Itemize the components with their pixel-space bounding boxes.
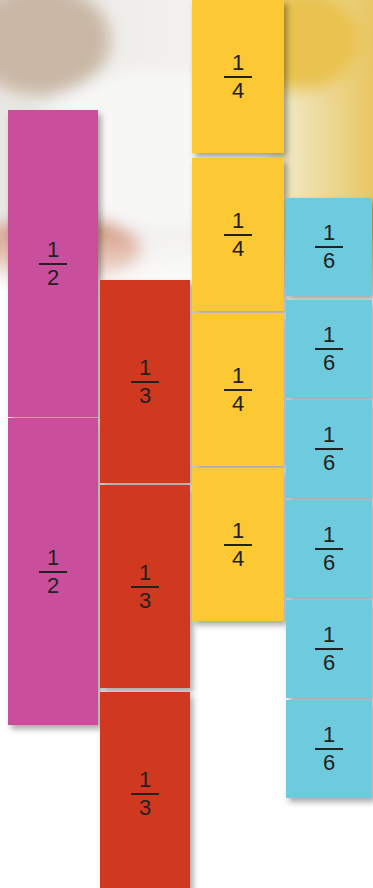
fraction-denominator: 3 <box>131 588 159 613</box>
fraction-denominator: 3 <box>131 795 159 820</box>
fraction-denominator: 3 <box>131 383 159 408</box>
fraction-denominator: 2 <box>39 573 67 598</box>
fraction-strip: 16 <box>286 700 372 798</box>
fraction-numerator: 1 <box>224 209 252 236</box>
fraction-denominator: 6 <box>315 550 343 575</box>
fraction-denominator: 6 <box>315 350 343 375</box>
fraction-denominator: 2 <box>39 265 67 290</box>
fraction-strip: 14 <box>192 313 284 466</box>
fraction-denominator: 4 <box>224 78 252 103</box>
fraction-numerator: 1 <box>224 51 252 78</box>
fraction-numerator: 1 <box>131 768 159 795</box>
fraction-strip: 14 <box>192 0 284 153</box>
fraction-denominator: 6 <box>315 750 343 775</box>
fraction-numerator: 1 <box>315 323 343 350</box>
fraction-strip: 14 <box>192 158 284 311</box>
fraction-strip: 13 <box>100 280 190 483</box>
fraction-denominator: 4 <box>224 236 252 261</box>
fraction-numerator: 1 <box>39 546 67 573</box>
fraction-strip: 16 <box>286 300 372 398</box>
fraction-numerator: 1 <box>315 723 343 750</box>
fraction-numerator: 1 <box>131 356 159 383</box>
fraction-numerator: 1 <box>131 561 159 588</box>
fraction-numerator: 1 <box>315 523 343 550</box>
fraction-strip: 16 <box>286 600 372 698</box>
fraction-strip: 14 <box>192 468 284 621</box>
fraction-denominator: 6 <box>315 248 343 273</box>
fraction-strip: 13 <box>100 485 190 688</box>
fraction-strip: 16 <box>286 198 372 296</box>
fraction-denominator: 6 <box>315 650 343 675</box>
fraction-numerator: 1 <box>224 519 252 546</box>
fraction-numerator: 1 <box>224 364 252 391</box>
fraction-strip: 12 <box>8 110 98 417</box>
fraction-denominator: 4 <box>224 391 252 416</box>
fraction-denominator: 6 <box>315 450 343 475</box>
fraction-strip: 16 <box>286 500 372 598</box>
fraction-numerator: 1 <box>39 238 67 265</box>
fraction-strip: 16 <box>286 400 372 498</box>
fraction-denominator: 4 <box>224 546 252 571</box>
fraction-numerator: 1 <box>315 221 343 248</box>
fraction-strip: 13 <box>100 692 190 888</box>
fraction-numerator: 1 <box>315 623 343 650</box>
fraction-numerator: 1 <box>315 423 343 450</box>
fraction-strip: 12 <box>8 418 98 725</box>
